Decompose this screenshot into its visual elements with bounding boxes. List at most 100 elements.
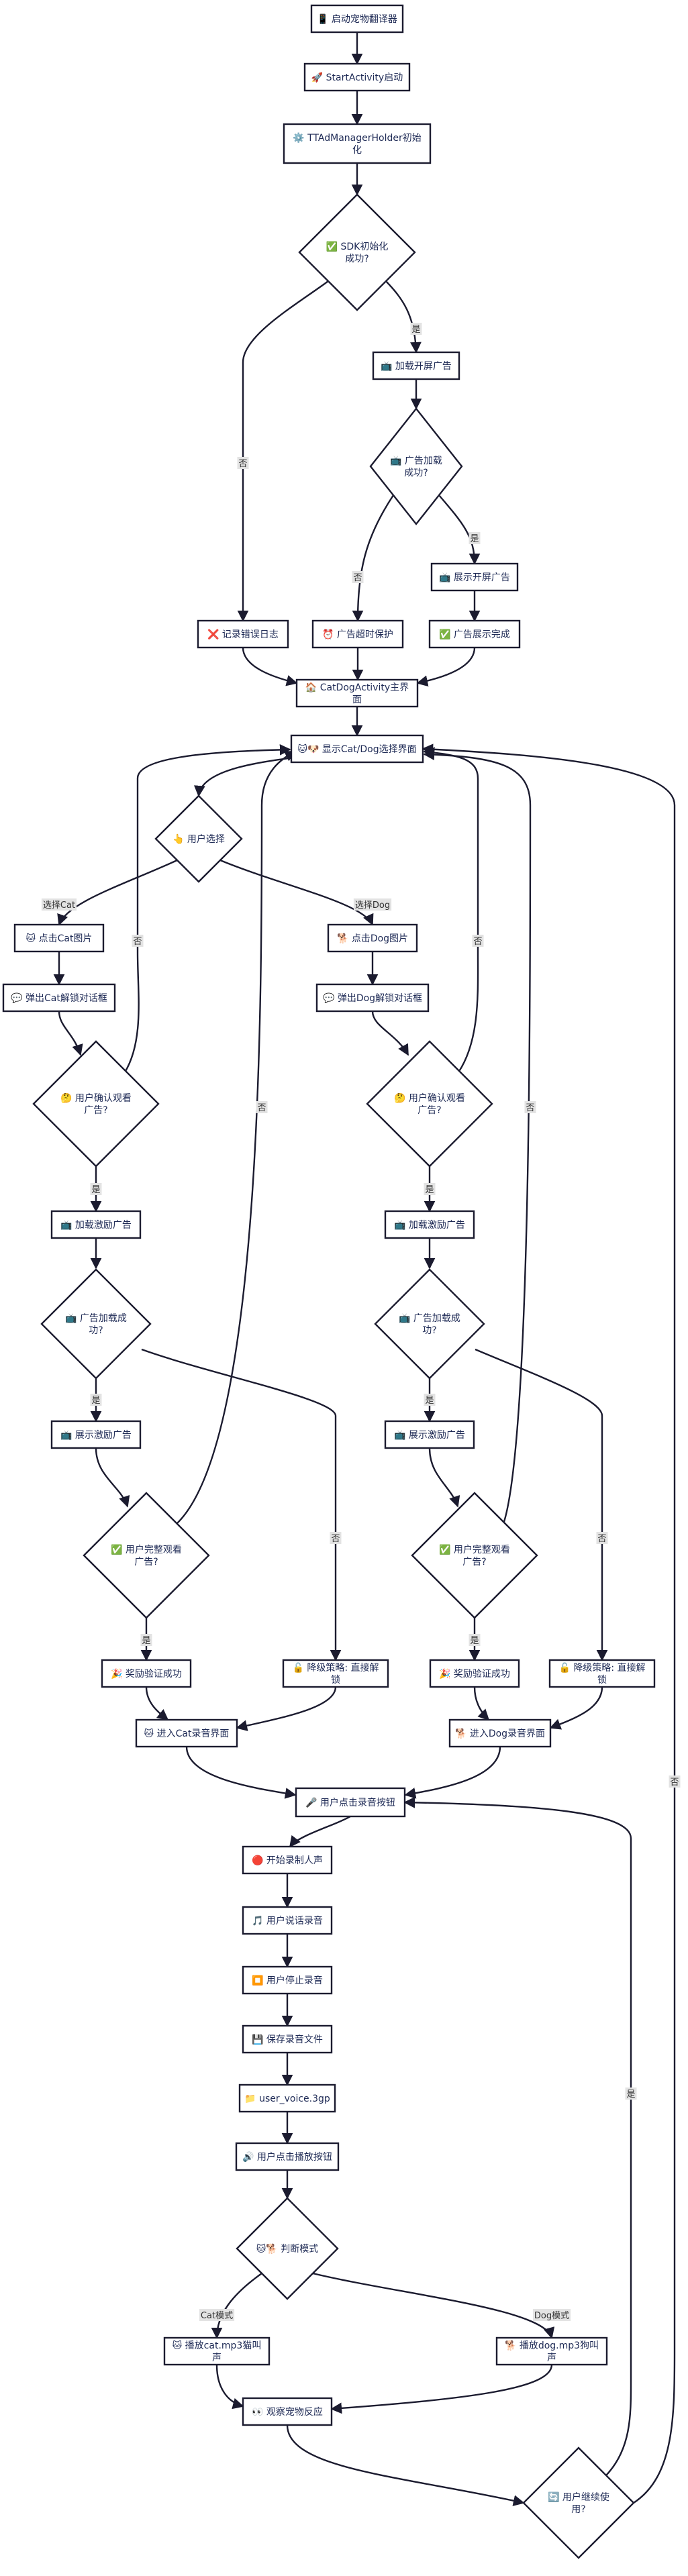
node-press-record: 🎤 用户点击录音按钮 (295, 1787, 406, 1818)
node-cat-load-reward: 📺 加载激励广告 (50, 1210, 142, 1239)
edge-label-text: Cat模式 (201, 2311, 233, 2321)
edge-label-text: Dog模式 (534, 2311, 569, 2321)
node-label: 📱 启动宠物翻译器 (317, 13, 397, 25)
edge-label-yes: 是 (625, 2088, 637, 2100)
edge-observe-continue (286, 2424, 525, 2506)
edge-label-bg (199, 2309, 235, 2321)
node-dog-record-ui: 🐕 进入Dog录音界面 (448, 1718, 552, 1748)
edge-label-yes: 是 (90, 1183, 102, 1195)
node-label: 🔓 降级策略: 直接解锁 (558, 1662, 645, 1686)
node-judge-mode: 🐱🐕 判断模式 (236, 2197, 339, 2300)
edge-catok-ui (145, 1686, 169, 1721)
node-cat-watched: ✅ 用户完整观看广告? (83, 1492, 210, 1619)
edge-label-yes: 是 (424, 1183, 436, 1195)
node-label: 🐱🐕 判断模式 (256, 2243, 318, 2255)
node-label: 📺 展示激励广告 (394, 1429, 465, 1441)
node-box (242, 1965, 333, 1995)
node-label: 👀 观察宠物反应 (252, 2406, 323, 2418)
edge-record-start (289, 1815, 351, 1848)
edge-label-dog-mode: Dog模式 (532, 2309, 571, 2321)
node-init-holder: ⚙️ TTAdManagerHolder初始化 (283, 123, 432, 164)
edge-continue-yes (403, 1796, 632, 2476)
node-cat-record-ui: 🐱 进入Cat录音界面 (135, 1718, 238, 1748)
edge-label-bg (524, 1101, 536, 1113)
node-label: 🚀 StartActivity启动 (311, 72, 403, 83)
edge-label-no: 否 (132, 935, 144, 947)
node-label: 🐱 进入Cat录音界面 (144, 1728, 230, 1739)
edge-label-text: 否 (670, 1778, 679, 1788)
edge-catui-record (185, 1746, 297, 1799)
node-label: 🎉 奖励验证成功 (111, 1668, 182, 1680)
edge-sdk-no (237, 280, 329, 622)
edges-layer (53, 32, 676, 2506)
edge-judge-dog (312, 2272, 555, 2339)
edge-label-text: 否 (473, 937, 482, 947)
node-box (238, 2083, 336, 2113)
node-label: ❌ 记录错误日志 (207, 629, 279, 640)
edge-label-choose-cat: 选择Cat (41, 898, 77, 911)
node-label: 🐱🐶 显示Cat/Dog选择界面 (297, 743, 416, 755)
decision-diamond (32, 1040, 160, 1168)
node-label: 📺 广告加载成功? (399, 1313, 460, 1336)
node-splash-done: ✅ 广告展示完成 (428, 619, 521, 649)
node-label: ⏹️ 用户停止录音 (252, 1975, 323, 1986)
node-box (135, 1718, 238, 1748)
node-label: 📺 加载开屏广告 (381, 361, 452, 372)
node-box (384, 1210, 475, 1239)
decision-diamond (236, 2197, 339, 2300)
decision-diamond (298, 193, 416, 311)
edge-error-main (242, 647, 298, 686)
node-box (101, 1659, 192, 1688)
edge-label-no: 否 (352, 571, 364, 583)
node-box (282, 1659, 389, 1688)
node-show-splash: 📺 展示开屏广告 (430, 562, 519, 592)
edge-loaded-no (352, 495, 395, 622)
decision-diamond (374, 1268, 485, 1380)
node-label: 🤔 用户确认观看广告? (60, 1092, 132, 1116)
node-press-play: 🔊 用户点击播放按钮 (235, 2142, 340, 2171)
node-click-dog: 🐕 点击Dog图片 (327, 923, 418, 953)
node-label: ✅ SDK初始化成功? (326, 241, 389, 264)
node-label: 📺 展示开屏广告 (439, 572, 510, 583)
node-start: 📱 启动宠物翻译器 (310, 4, 404, 34)
node-box (310, 4, 404, 34)
node-label: 💾 保存录音文件 (252, 2034, 323, 2045)
node-click-cat: 🐱 点击Cat图片 (13, 923, 105, 953)
node-dog-reward-ok: 🎉 奖励验证成功 (429, 1659, 520, 1688)
node-box (235, 2142, 340, 2171)
decision-diamond (369, 407, 463, 525)
node-label: 🐕 点击Dog图片 (337, 933, 408, 944)
node-box (495, 2336, 608, 2366)
node-label: ⚙️ TTAdManagerHolder初始化 (293, 132, 421, 156)
edge-label-cat-mode: Cat模式 (199, 2309, 235, 2321)
node-box (430, 562, 519, 592)
node-dog-show-reward: 📺 展示激励广告 (384, 1420, 475, 1449)
node-dog-watched: ✅ 用户完整观看广告? (411, 1492, 538, 1619)
node-label: 📁 user_voice.3gp (244, 2094, 330, 2104)
node-dog-fallback: 🔓 降级策略: 直接解锁 (548, 1659, 656, 1688)
decision-diamond (522, 2446, 635, 2559)
node-label: ✅ 用户完整观看广告? (439, 1544, 510, 1567)
edge-label-bg (237, 457, 249, 469)
edge-label-text: 是 (142, 1636, 150, 1646)
node-label: 🐱 播放cat.mp3猫叫声 (173, 2340, 262, 2363)
edge-cat-observe (215, 2364, 244, 2410)
edge-loaded-yes (438, 495, 481, 565)
node-box (311, 619, 404, 649)
node-timeout-protect: ⏰ 广告超时保护 (311, 619, 404, 649)
node-box (50, 1420, 142, 1449)
node-box (242, 1906, 333, 1935)
edge-catdialog-confirm (58, 1011, 83, 1056)
edge-label-yes: 是 (469, 1634, 481, 1646)
edge-label-no: 否 (669, 1775, 681, 1788)
edge-label-text: 否 (526, 1103, 534, 1113)
edge-label-text: 否 (331, 1534, 340, 1544)
node-label: 🔊 用户点击播放按钮 (242, 2151, 332, 2163)
node-label: ✅ 广告展示完成 (439, 629, 510, 640)
edge-label-text: 是 (91, 1396, 100, 1406)
node-label: 🤔 用户确认观看广告? (394, 1092, 465, 1116)
node-label: ⏰ 广告超时保护 (322, 628, 393, 640)
node-sdk-ok: ✅ SDK初始化成功? (298, 193, 416, 311)
edge-label-bg (424, 1394, 436, 1406)
node-stop-record: ⏹️ 用户停止录音 (242, 1965, 333, 1995)
